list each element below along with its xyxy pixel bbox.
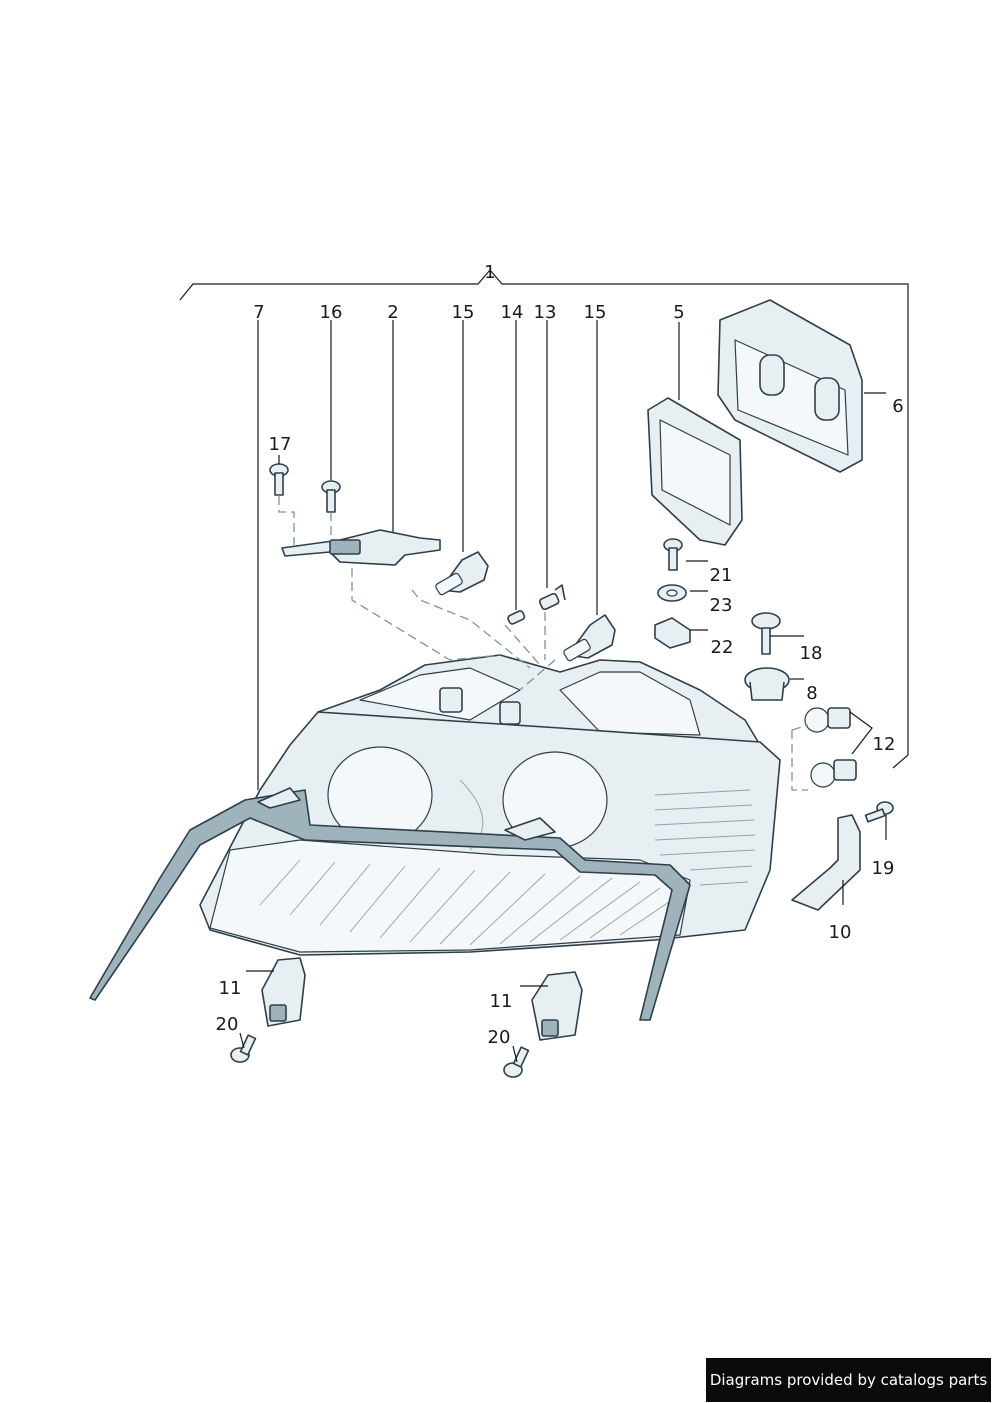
part-18-screw <box>751 612 781 655</box>
callout-19: 19 <box>872 858 895 879</box>
callout-20-right: 20 <box>488 1027 511 1048</box>
part-2-bracket <box>281 529 441 566</box>
part-8-grommet <box>744 667 790 701</box>
callout-15-left: 15 <box>452 302 475 323</box>
callout-14: 14 <box>501 302 524 323</box>
leader-lines <box>239 320 887 1063</box>
part-20-screw-right <box>503 1046 530 1078</box>
callout-20-left: 20 <box>216 1014 239 1035</box>
callout-7: 7 <box>253 302 264 323</box>
callout-23: 23 <box>710 595 733 616</box>
part-11-clip-left <box>261 957 306 1027</box>
callout-1: 1 <box>484 262 495 283</box>
callout-11-right: 11 <box>490 991 513 1012</box>
part-11-clip-right <box>531 971 583 1041</box>
callout-10: 10 <box>829 922 852 943</box>
callout-22: 22 <box>711 637 734 658</box>
part-23-washer <box>657 584 687 602</box>
part-14-small-bulb <box>507 610 526 625</box>
part-10-bracket <box>791 814 861 911</box>
callout-15-right: 15 <box>584 302 607 323</box>
part-13-socket <box>538 584 566 611</box>
part-19-screw <box>864 801 894 823</box>
callout-13: 13 <box>534 302 557 323</box>
callout-12: 12 <box>873 734 896 755</box>
part-21-screw <box>663 538 683 571</box>
callout-16: 16 <box>320 302 343 323</box>
callout-11-left: 11 <box>219 978 242 999</box>
callout-17: 17 <box>269 434 292 455</box>
assembly-dash-lines <box>278 496 809 791</box>
callout-6: 6 <box>892 396 903 417</box>
part-17-screw <box>269 463 289 496</box>
footer-credit: Diagrams provided by catalogs parts <box>706 1358 991 1402</box>
callout-21: 21 <box>710 565 733 586</box>
callout-2: 2 <box>387 302 398 323</box>
part-22-clip <box>654 617 691 649</box>
part-20-screw-left <box>230 1034 257 1063</box>
callout-18: 18 <box>800 643 823 664</box>
part-15-bulb-left <box>435 551 489 596</box>
callout-5: 5 <box>673 302 684 323</box>
trim-frame <box>89 787 691 1021</box>
assembly-bracket <box>179 269 909 769</box>
callout-labels: 1 7 16 2 15 14 13 15 5 6 17 21 23 22 18 … <box>216 262 904 1048</box>
part-15-bulb-right <box>563 614 616 662</box>
part-5-cover <box>647 397 743 546</box>
part-16-screw <box>321 480 341 513</box>
part-12-bulbs <box>804 707 857 788</box>
part-6-cover <box>717 299 863 473</box>
callout-8: 8 <box>806 683 817 704</box>
